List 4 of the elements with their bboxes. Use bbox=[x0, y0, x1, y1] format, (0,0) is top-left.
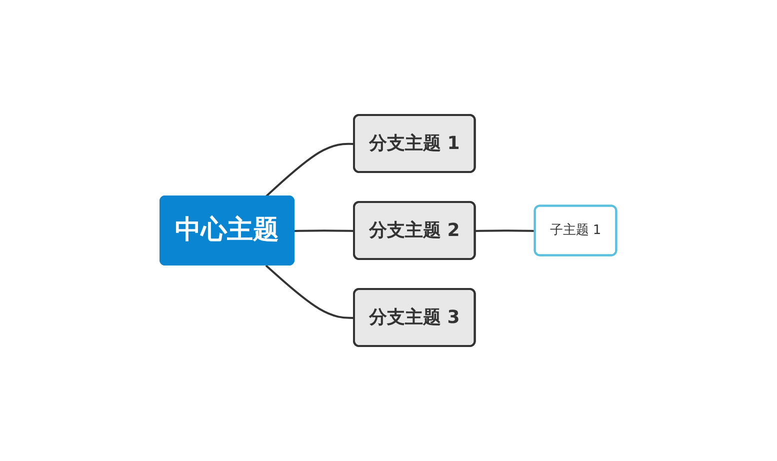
connector bbox=[476, 230, 536, 232]
connector bbox=[294, 230, 355, 232]
connector bbox=[266, 264, 355, 319]
connector bbox=[266, 142, 355, 198]
